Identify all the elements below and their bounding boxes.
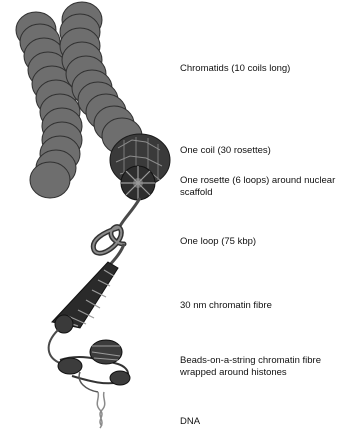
label-one-rosette: One rosette (6 loops) around nuclear sca… (180, 175, 355, 199)
connecting-fibre-lower (49, 330, 62, 364)
label-beads-on-a-string: Beads-on-a-string chromatin fibre wrappe… (180, 355, 355, 379)
thirty-nm-fibre (52, 262, 118, 333)
label-one-coil: One coil (30 rosettes) (180, 145, 355, 157)
label-one-loop: One loop (75 kbp) (180, 236, 355, 248)
chromatin-loop (93, 227, 124, 254)
beads-on-a-string (58, 340, 130, 392)
dna-strand (97, 392, 104, 428)
label-30nm-fibre: 30 nm chromatin fibre (180, 300, 355, 312)
label-dna: DNA (180, 416, 355, 428)
label-chromatids: Chromatids (10 coils long) (180, 63, 355, 75)
rosette (121, 166, 155, 200)
chromatid-coil (30, 162, 70, 198)
connecting-fibre-upper (118, 198, 140, 230)
